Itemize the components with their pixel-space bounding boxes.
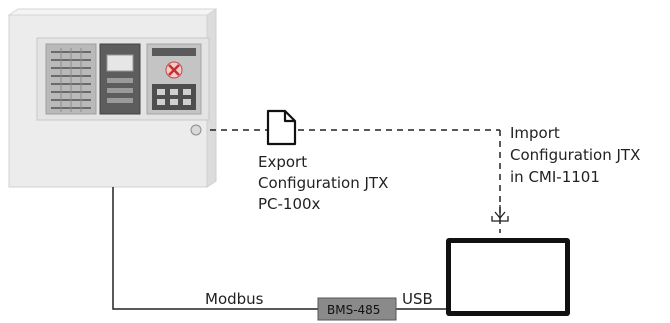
cabinet-lock-icon bbox=[190, 124, 202, 136]
alarm-button-dots bbox=[157, 89, 191, 105]
alarm-x-icon bbox=[168, 64, 180, 76]
converter-label: BMS-485 bbox=[327, 303, 381, 317]
alarm-top-strip bbox=[152, 48, 196, 56]
export-label-line-2: Configuration JTX bbox=[258, 174, 389, 192]
controller-key-row-3 bbox=[107, 98, 133, 103]
alarm-buttons bbox=[152, 84, 196, 110]
usb-label: USB bbox=[402, 290, 433, 308]
monitor-screen bbox=[451, 243, 565, 311]
import-label-line-1: Import bbox=[510, 124, 560, 142]
controller-key-row-2 bbox=[107, 88, 133, 93]
export-label-line-3: PC-100x bbox=[258, 195, 321, 213]
config-transfer-path bbox=[210, 129, 501, 233]
modbus-wire bbox=[112, 187, 318, 310]
import-label-line-3: in CMI-1101 bbox=[510, 168, 600, 186]
export-label-line-1: Export bbox=[258, 153, 308, 171]
download-icon bbox=[491, 205, 509, 222]
cabinet-top bbox=[7, 8, 218, 16]
modbus-label: Modbus bbox=[205, 290, 264, 308]
monitor bbox=[446, 238, 570, 316]
control-cabinet bbox=[7, 8, 218, 188]
bms-converter bbox=[317, 297, 397, 321]
file-icon bbox=[266, 109, 297, 146]
controller-key-row bbox=[107, 78, 133, 83]
import-label-line-2: Configuration JTX bbox=[510, 146, 641, 164]
controller-display bbox=[106, 54, 134, 72]
breaker-dividers bbox=[60, 48, 82, 112]
